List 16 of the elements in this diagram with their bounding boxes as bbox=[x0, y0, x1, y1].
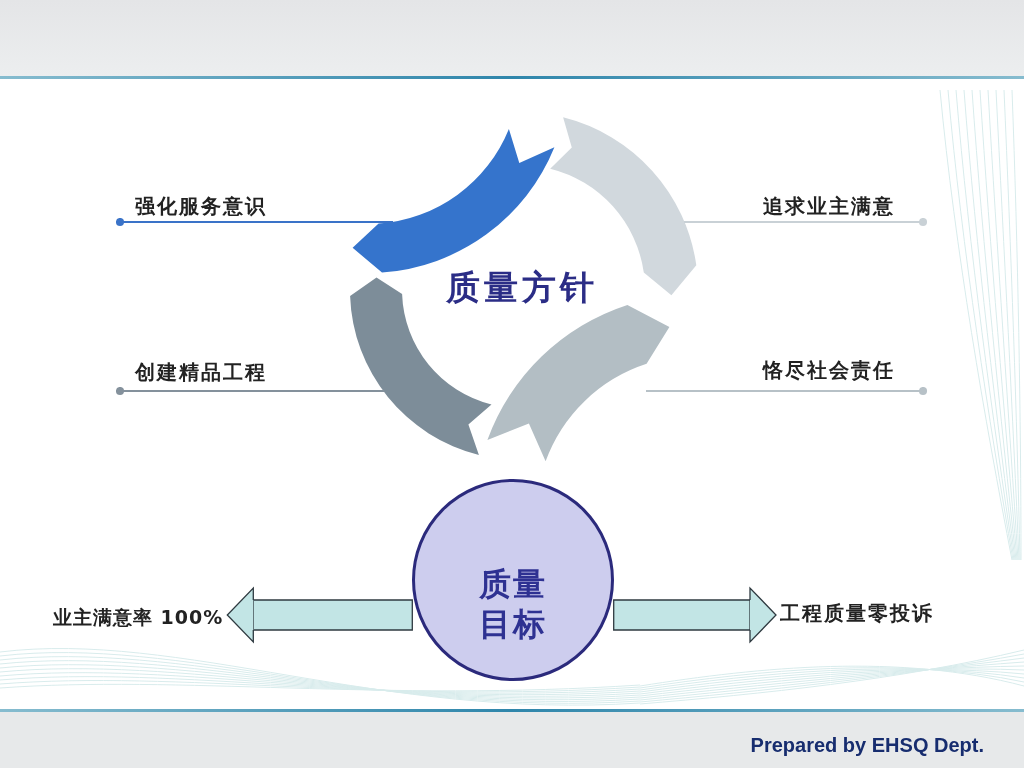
point-text: 恪尽社会责任 bbox=[763, 357, 895, 383]
circle-label: 质量目标 bbox=[478, 564, 548, 644]
leader-line bbox=[683, 217, 928, 227]
point-text: 追求业主满意 bbox=[763, 193, 895, 219]
block-arrow bbox=[226, 587, 413, 643]
goal-text: 业主满意率 100% bbox=[53, 604, 224, 630]
curved-arrow-segment bbox=[487, 304, 670, 462]
block-arrow bbox=[613, 587, 777, 643]
leader-line bbox=[645, 386, 928, 396]
leader-line bbox=[115, 386, 385, 396]
cycle-title: 质量方针 bbox=[446, 266, 598, 308]
footer-note: Prepared by EHSQ Dept. bbox=[750, 733, 984, 757]
point-text: 强化服务意识 bbox=[135, 193, 267, 219]
leader-line bbox=[115, 217, 394, 227]
goal-text: 工程质量零投诉 bbox=[780, 600, 934, 626]
point-text: 创建精品工程 bbox=[135, 359, 267, 385]
